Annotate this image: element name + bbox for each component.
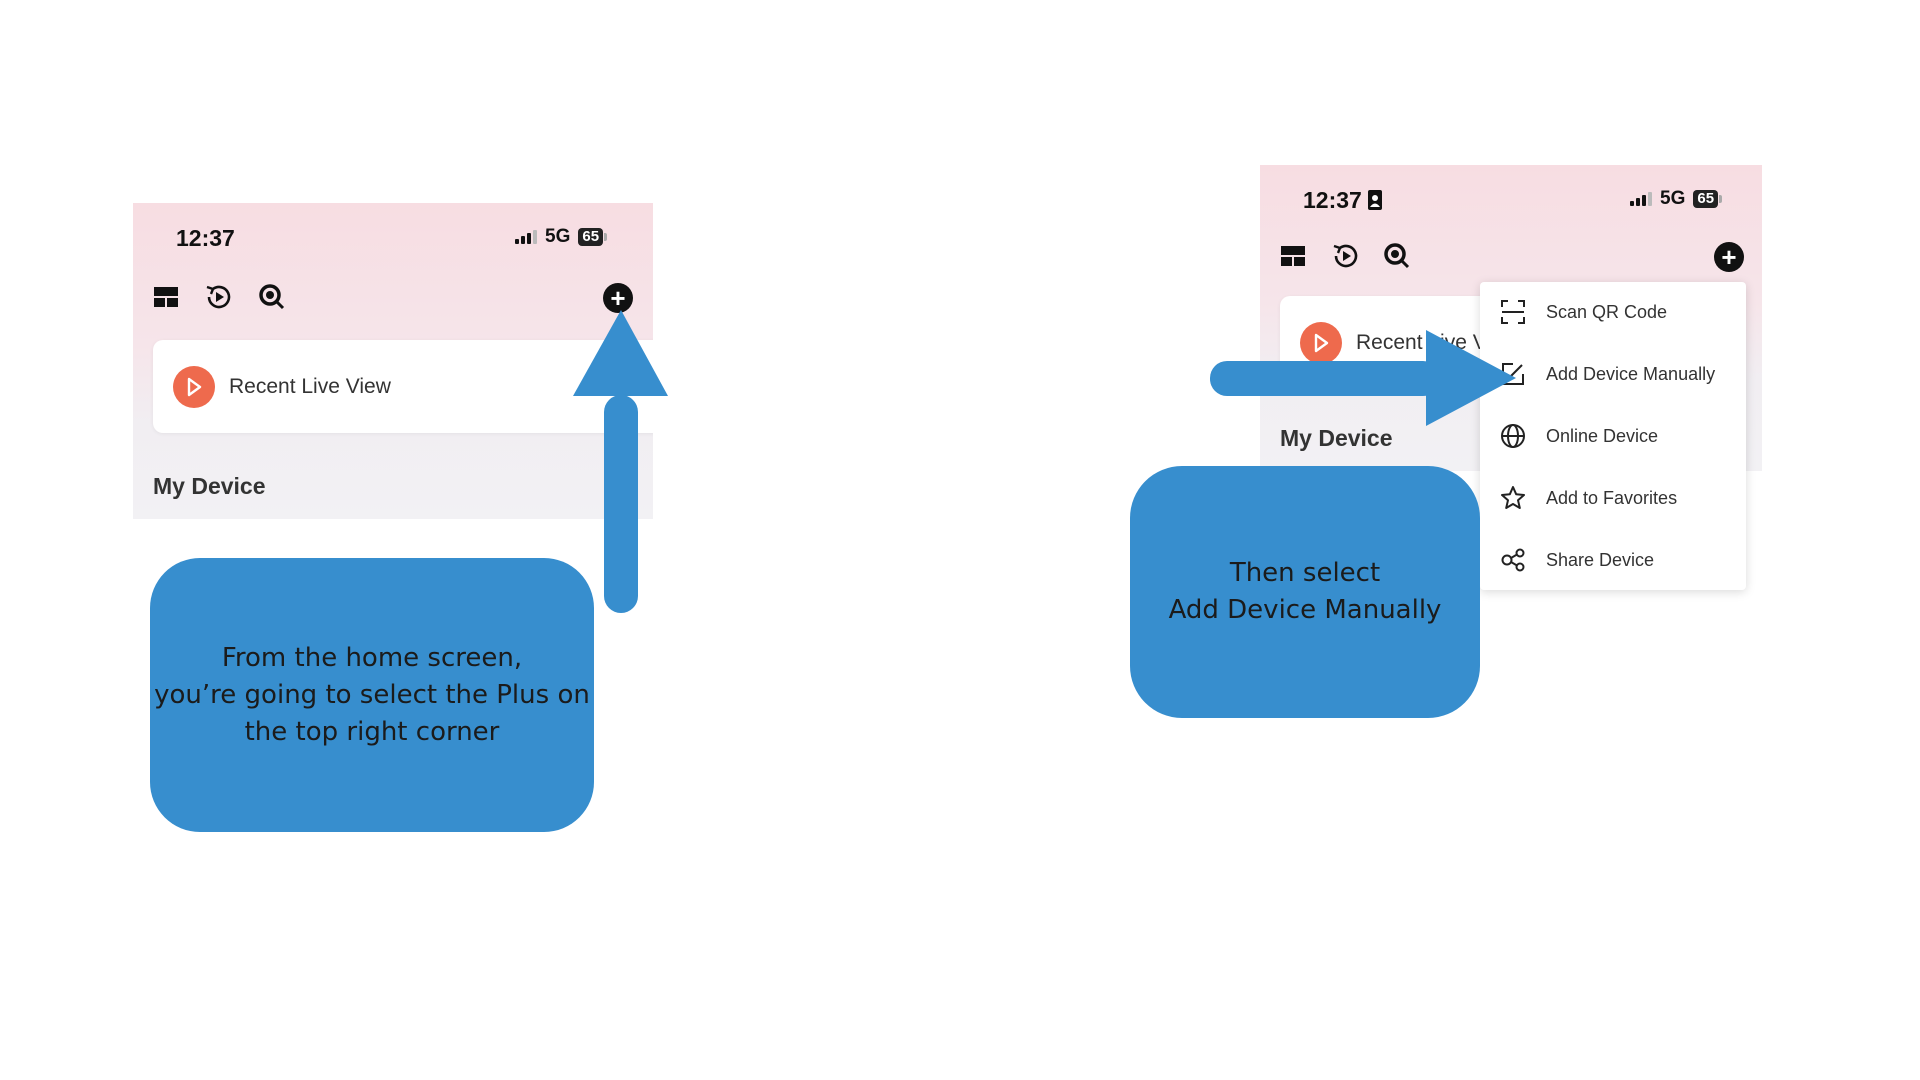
menu-label: Add Device Manually <box>1546 363 1716 384</box>
battery-icon: 65 <box>578 228 608 246</box>
menu-label: Online Device <box>1546 425 1659 446</box>
add-plus-button[interactable]: + <box>603 283 633 313</box>
callout-line: Add Device Manually <box>1168 595 1442 625</box>
menu-label: Add to Favorites <box>1546 487 1678 508</box>
recent-live-view-label: Recent Live View <box>229 374 391 398</box>
status-time: 12:37 <box>1303 187 1362 213</box>
instruction-callout-right: Then select Add Device Manually <box>1130 466 1480 718</box>
my-device-title: My Device <box>1280 425 1393 451</box>
star-icon <box>1501 486 1525 509</box>
layout-icon[interactable] <box>151 282 181 312</box>
add-menu-dropdown: Scan QR Code Add Device Manually Online … <box>1480 282 1746 590</box>
menu-label: Scan QR Code <box>1546 301 1668 322</box>
search-icon[interactable] <box>257 282 287 312</box>
battery-level: 65 <box>1693 190 1719 208</box>
scan-qr-icon <box>1501 300 1525 324</box>
menu-item-add-device-manually[interactable]: Add Device Manually <box>1480 349 1746 399</box>
network-label: 5G <box>1660 188 1686 209</box>
battery-level: 65 <box>578 228 604 246</box>
play-icon <box>1300 321 1342 364</box>
menu-item-add-to-favorites[interactable]: Add to Favorites <box>1480 473 1746 523</box>
playback-icon[interactable] <box>1331 241 1361 271</box>
left-phone-screen: 12:37 5G 65 + Recent Live View My Device <box>133 203 653 519</box>
callout-line: you’re going to select the Plus on <box>154 679 590 710</box>
add-plus-button[interactable]: + <box>1714 242 1744 272</box>
arrow-right-icon <box>1210 330 1516 426</box>
status-bar-right: 5G 65 <box>1630 188 1723 210</box>
menu-item-share-device[interactable]: Share Device <box>1480 535 1746 585</box>
signal-icon <box>1630 192 1652 206</box>
person-icon <box>1368 190 1382 215</box>
recent-live-view-card[interactable]: Recent Live View <box>153 340 653 433</box>
status-time: 12:37 <box>176 225 235 251</box>
menu-item-scan-qr-code[interactable]: Scan QR Code <box>1480 287 1746 337</box>
layout-icon[interactable] <box>1278 241 1308 271</box>
menu-item-online-device[interactable]: Online Device <box>1480 411 1746 461</box>
my-device-title: My Device <box>153 473 266 499</box>
status-bar-right: 5G 65 <box>515 226 608 248</box>
callout-line: From the home screen, <box>221 642 523 673</box>
callout-line: Then select <box>1229 558 1381 588</box>
share-icon <box>1501 548 1525 572</box>
playback-icon[interactable] <box>204 282 234 312</box>
menu-label: Share Device <box>1546 549 1655 570</box>
arrow-up-icon <box>573 310 668 613</box>
battery-icon: 65 <box>1693 190 1723 208</box>
instruction-callout-left: From the home screen, you’re going to se… <box>150 558 594 832</box>
play-icon <box>173 365 215 408</box>
globe-icon <box>1501 424 1525 448</box>
callout-line: the top right corner <box>244 716 500 747</box>
network-label: 5G <box>545 226 571 247</box>
search-icon[interactable] <box>1382 241 1412 271</box>
signal-icon <box>515 230 537 244</box>
